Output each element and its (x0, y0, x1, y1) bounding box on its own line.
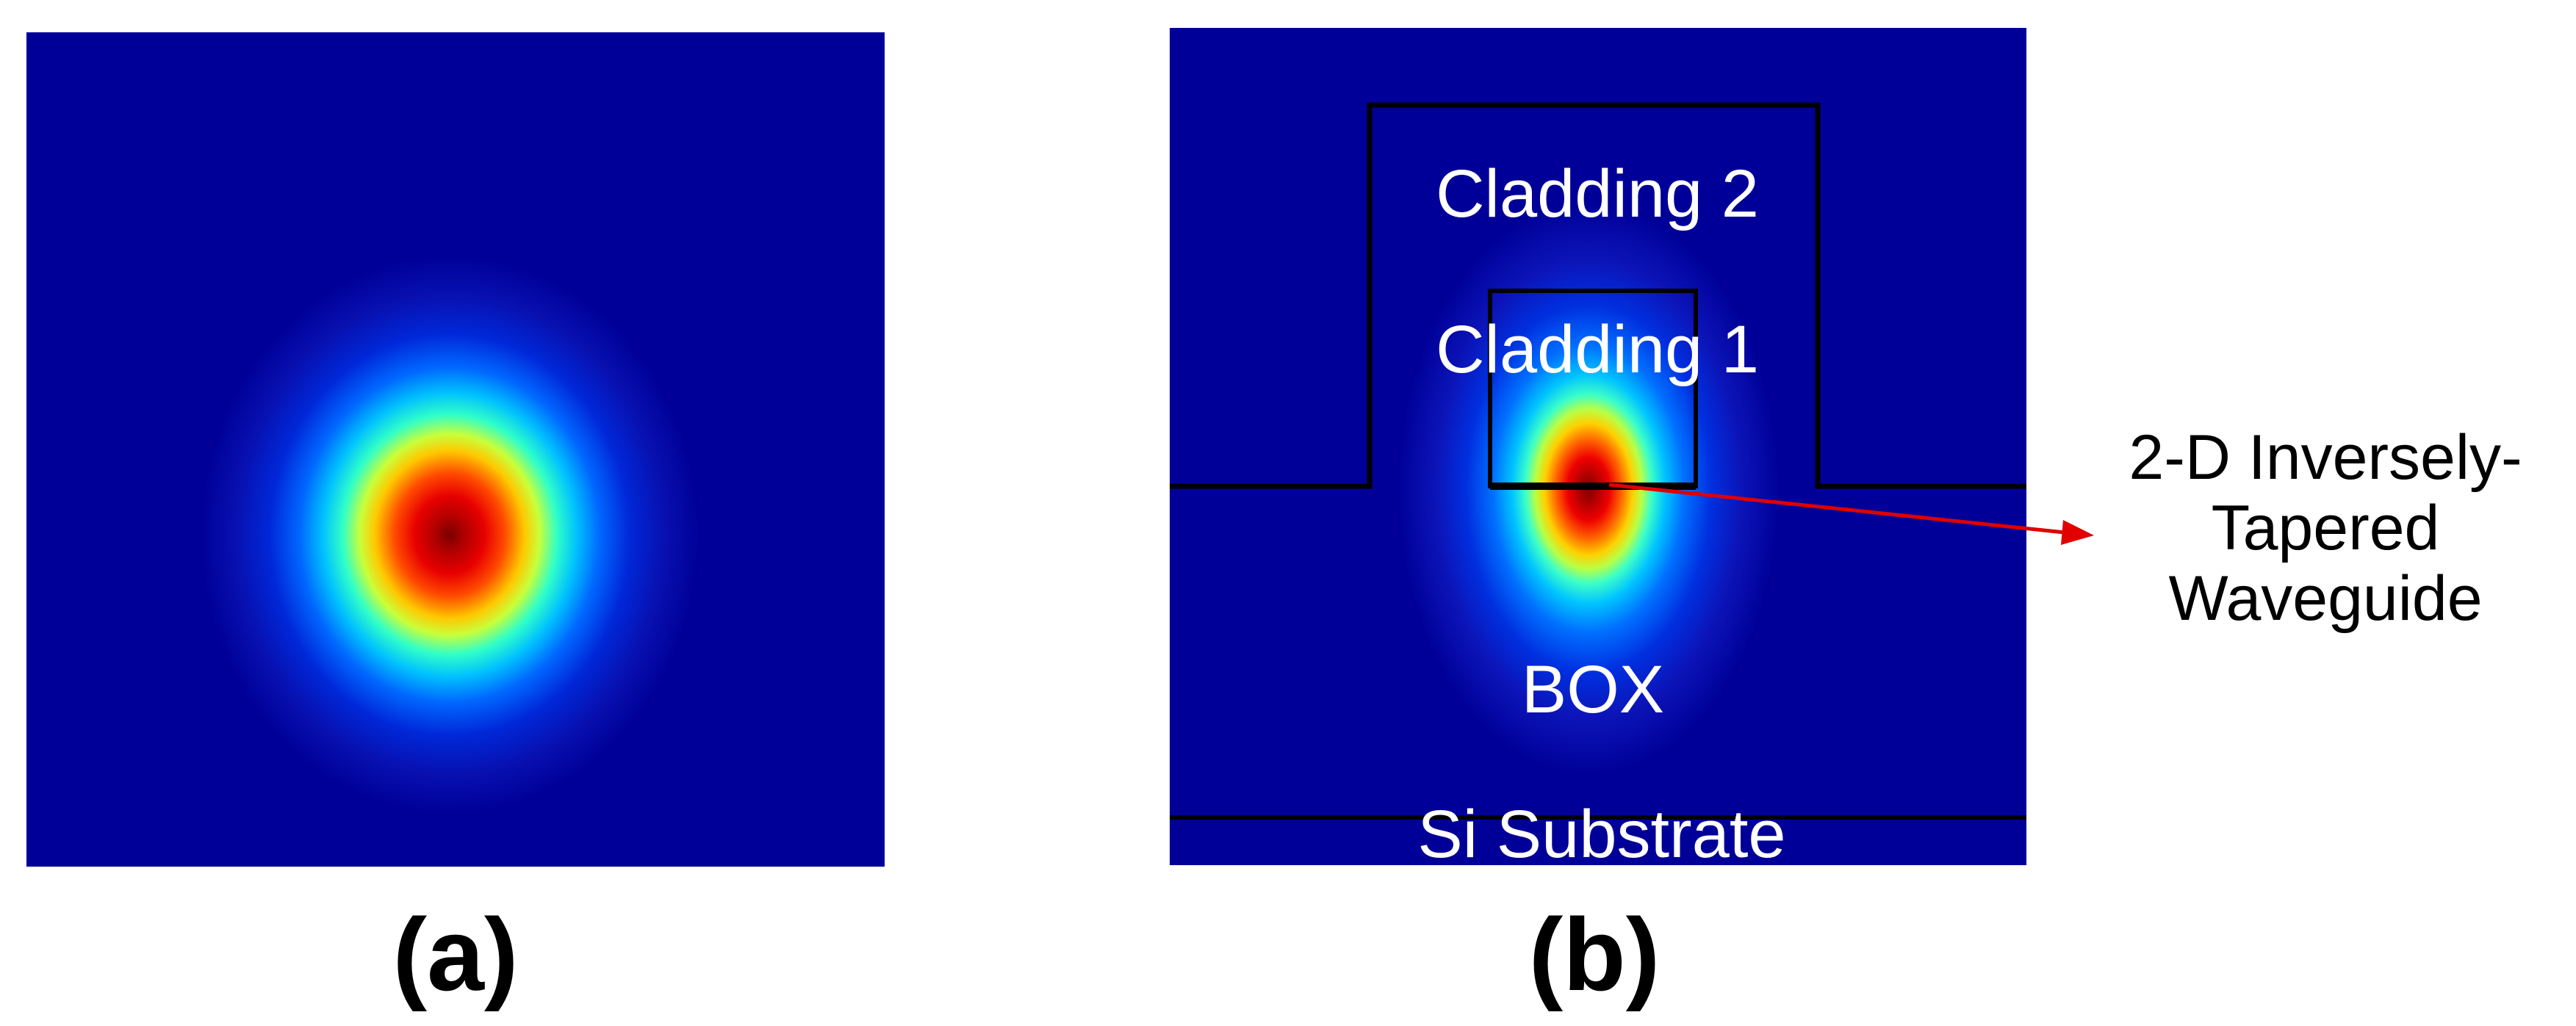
panel-label-b: (b) (1528, 897, 1661, 1012)
annotation-line-2: Tapered (2211, 493, 2440, 563)
substrate-label: Si Substrate (1417, 797, 1786, 865)
panel-label-a: (a) (392, 897, 519, 1012)
mode-field-panel-b: Cladding 2 Cladding 1 BOX Si Substrate (1170, 28, 2026, 865)
annotation-line-3: Waveguide (2168, 563, 2483, 634)
cladding-1-label: Cladding 1 (1436, 312, 1759, 387)
structure-outline (1170, 102, 2026, 820)
annotation-line-1: 2-D Inversely- (2129, 422, 2522, 493)
mode-intensity-map-b (1170, 28, 2026, 865)
cladding-2-label: Cladding 2 (1436, 156, 1759, 231)
waveguide-annotation: 2-D Inversely- Tapered Waveguide (2079, 422, 2572, 634)
box-label: BOX (1521, 652, 1665, 727)
mode-field-panel-a (26, 32, 885, 867)
mode-intensity-map-a (26, 32, 885, 867)
